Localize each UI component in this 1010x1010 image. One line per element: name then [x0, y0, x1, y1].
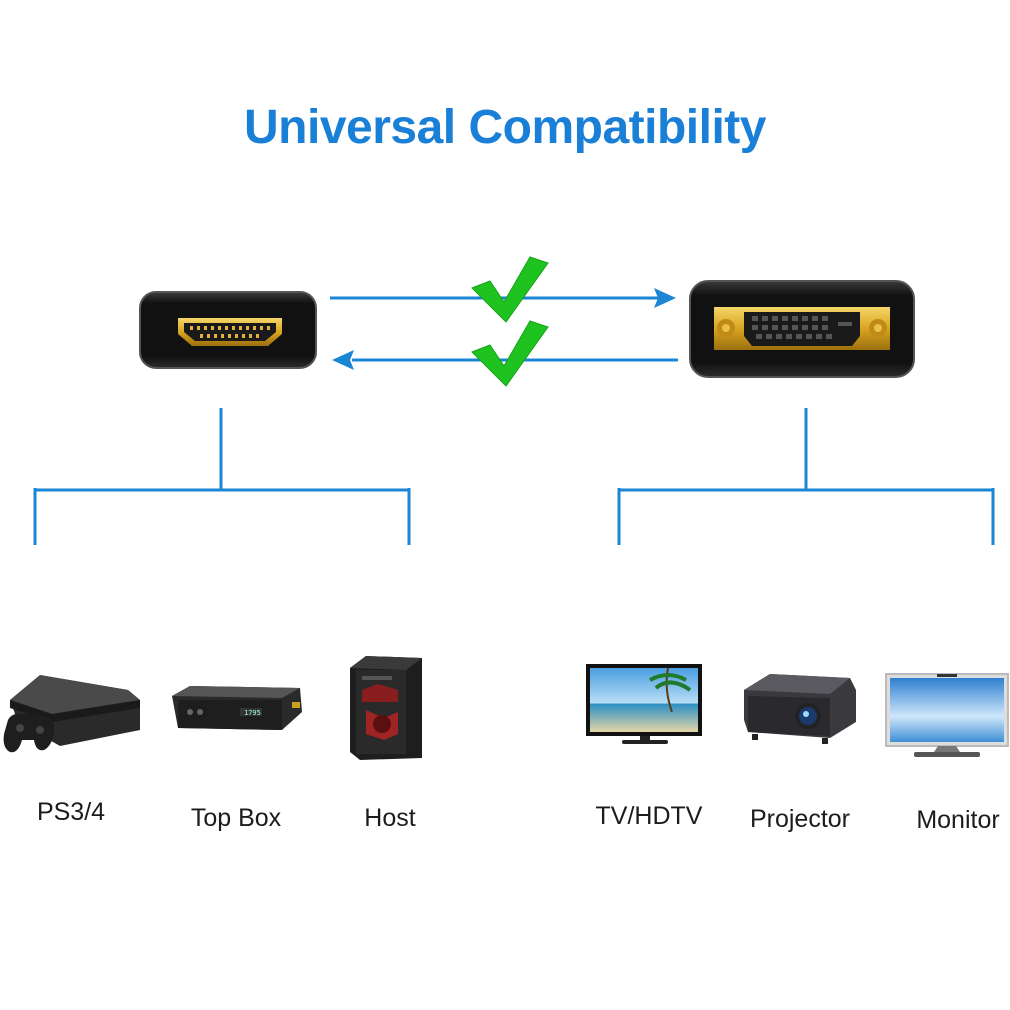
hdmi-port-icon — [178, 318, 282, 346]
tv-icon — [586, 664, 702, 744]
pc-tower-icon — [350, 656, 422, 760]
page-title: Universal Compatibility — [244, 101, 766, 154]
dvi-connector — [689, 280, 915, 378]
device-label-top-box: Top Box — [190, 804, 282, 832]
projector-icon — [744, 674, 856, 744]
device-label-projector: Projector — [749, 805, 851, 833]
device-label-monitor: Monitor — [916, 806, 1000, 834]
checkmark-icon — [471, 256, 549, 323]
checkmark-icon — [471, 320, 549, 387]
device-label-host: Host — [364, 804, 416, 832]
monitor-icon — [885, 673, 1009, 757]
device-label-tv: TV/HDTV — [595, 802, 703, 830]
set-top-box-icon: 1795 — [172, 686, 302, 730]
game-console-icon — [3, 675, 140, 753]
device-label-ps3: PS3/4 — [36, 798, 106, 826]
tree-lines-right — [617, 408, 995, 545]
svg-text:1795: 1795 — [244, 709, 261, 717]
dvi-port-icon — [714, 307, 890, 350]
tree-lines-left — [33, 408, 411, 545]
hdmi-connector — [139, 291, 317, 369]
